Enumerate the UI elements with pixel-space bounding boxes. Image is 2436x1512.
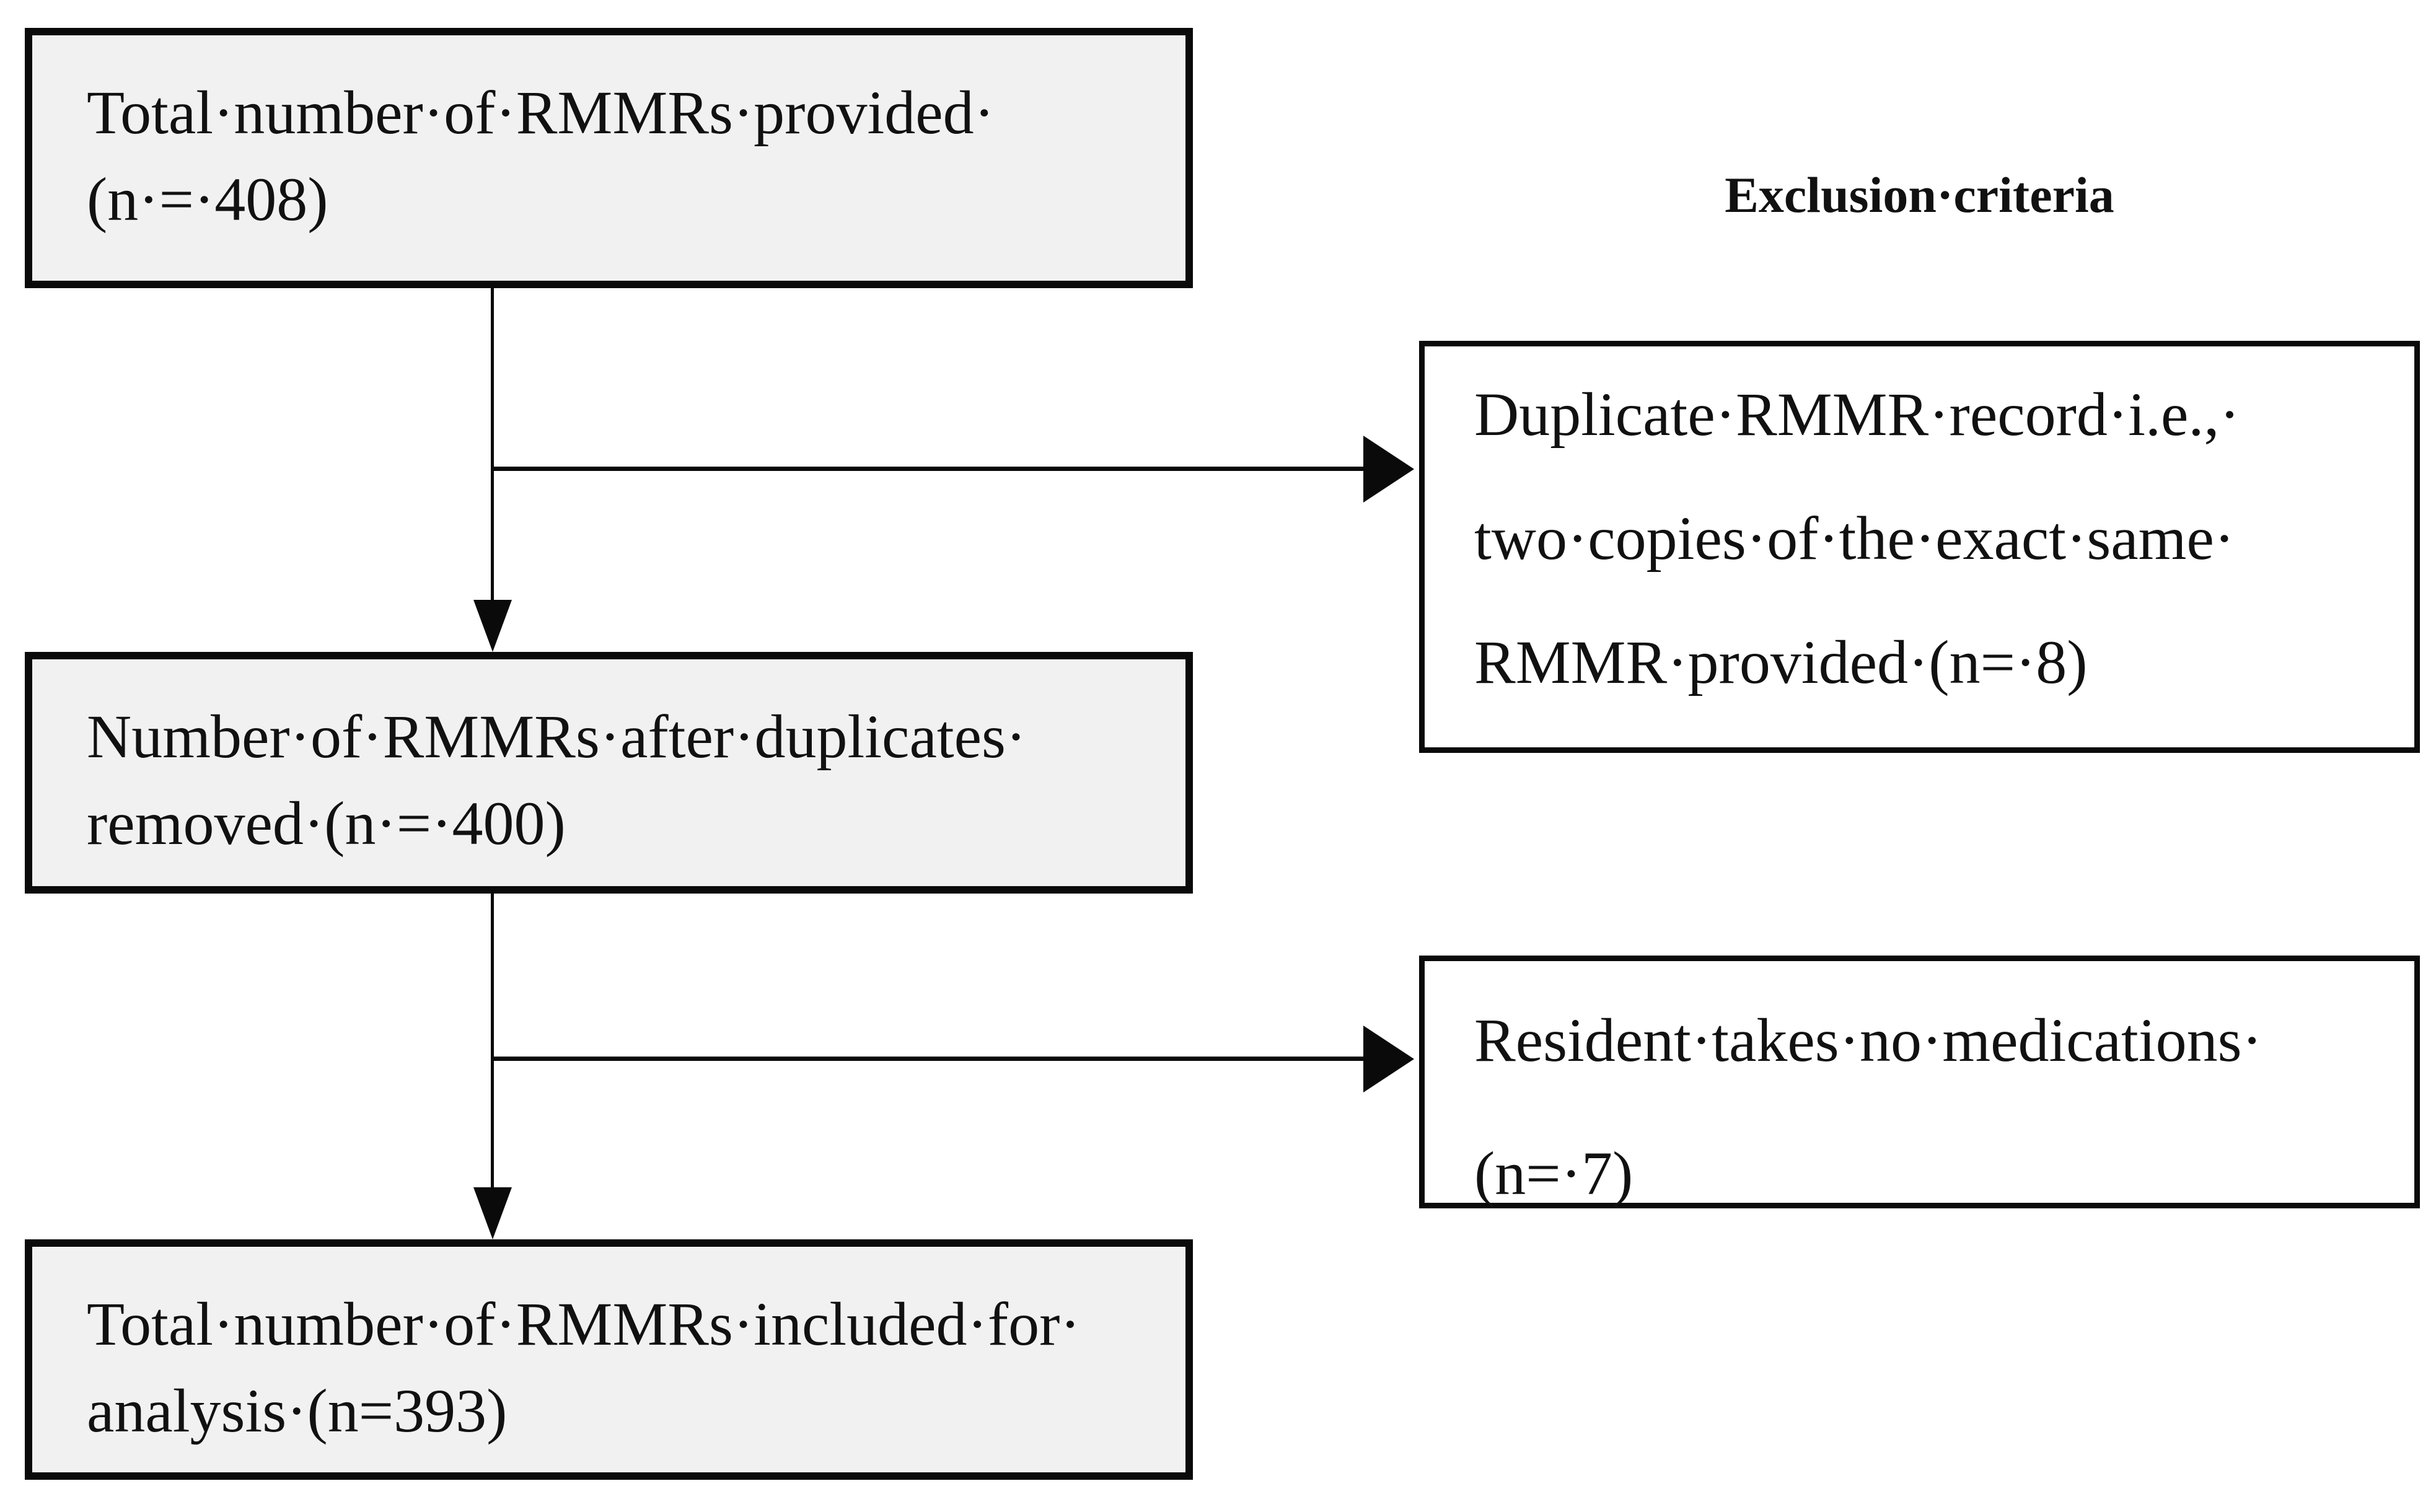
flow-box-text-line: removed·(n·=·400) [87,789,566,858]
exclusion-box-text-line: Resident·takes·no·medications· [1474,1006,2262,1075]
flow-box-total-rmmrs-provided: Total·number·of·RMMRs·provided· (n·=·408… [25,28,1193,288]
exclusion-box-text-line: RMMR·provided·(n=·8) [1474,628,2088,697]
arrow-line-provided-to-deduplicated [491,288,494,607]
flow-box-after-duplicates-removed: Number·of·RMMRs·after·duplicates· remove… [25,652,1193,894]
flow-box-included-for-analysis: Total·number·of·RMMRs·included·for· anal… [25,1239,1193,1480]
flow-box-text-line: Total·number·of·RMMRs·provided· [87,78,995,147]
arrow-line-branch-no-medications-exclusion [492,1057,1363,1061]
flow-box-text-line: Number·of·RMMRs·after·duplicates· [87,702,1027,771]
exclusion-criteria-heading: Exclusion·criteria [1725,167,2114,223]
arrow-line-branch-duplicate-exclusion [492,467,1363,471]
exclusion-box-duplicate-rmmr: Duplicate·RMMR·record·i.e.,· two·copies·… [1419,341,2420,753]
flow-box-text-line: Total·number·of·RMMRs·included·for· [87,1290,1081,1358]
exclusion-box-text-line: two·copies·of·the·exact·same· [1474,504,2235,573]
flow-box-text-line: (n·=·408) [87,165,328,234]
arrow-line-deduplicated-to-included [491,894,494,1195]
exclusion-box-text-line: (n=·7) [1474,1139,1634,1208]
arrowhead-right-icon [1363,1026,1414,1092]
arrowhead-right-icon [1363,436,1414,503]
arrowhead-down-icon [473,600,512,652]
exclusion-box-no-medications: Resident·takes·no·medications· (n=·7) [1419,956,2420,1208]
exclusion-box-text-line: Duplicate·RMMR·record·i.e.,· [1474,380,2240,449]
flow-box-text-line: analysis·(n=393) [87,1376,508,1445]
arrowhead-down-icon [473,1187,512,1239]
